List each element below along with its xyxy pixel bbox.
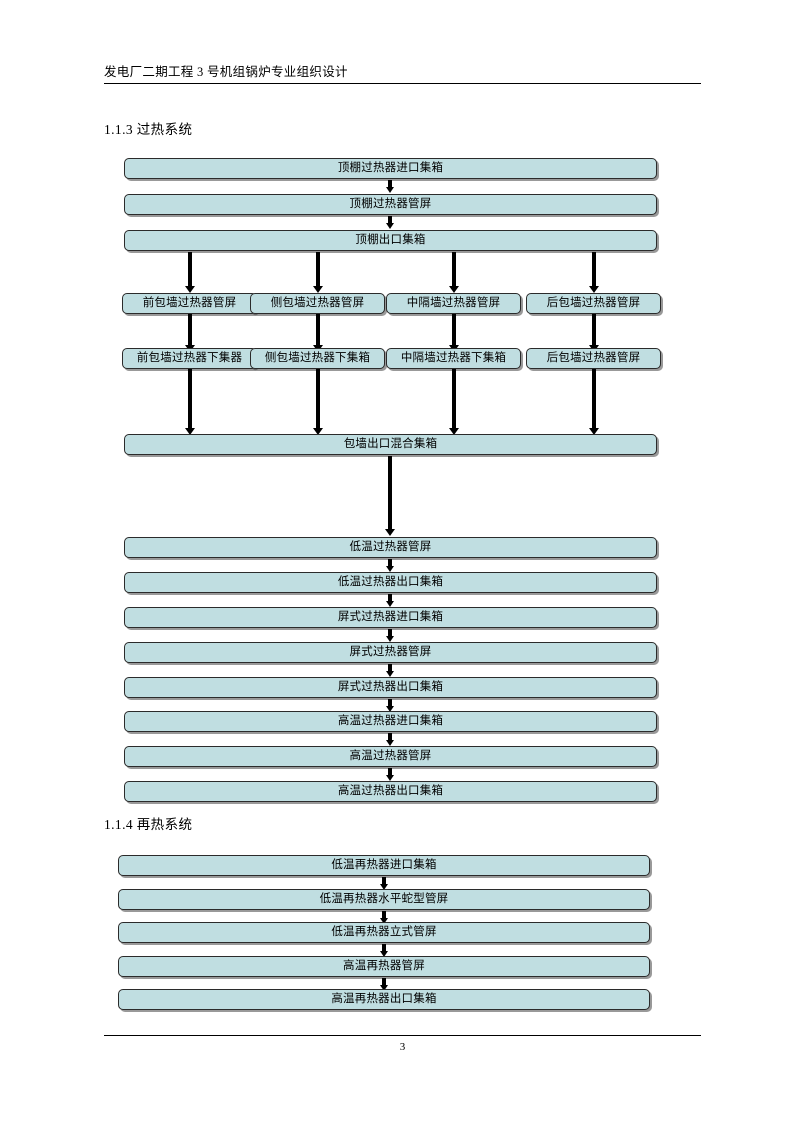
arrow-down-branch-header-3 (587, 369, 601, 435)
header-rule (104, 83, 701, 84)
page-footer: 3 (104, 1035, 701, 1055)
flow-box-superheat-bottom-6: 高温过热器管屏 (124, 746, 657, 767)
arrow-down-branch-panel-3 (587, 314, 601, 352)
flow-box-label: 包墙出口混合集箱 (343, 438, 438, 450)
flow-box-superheat-bottom-4: 屏式过热器出口集箱 (124, 677, 657, 698)
arrow-down-superheat-bottom-0 (383, 559, 397, 572)
arrow-down-branch-header-0 (183, 369, 197, 435)
arrow-down-superheat-top-0 (383, 180, 397, 193)
flow-box-reheat-0: 低温再热器进口集箱 (118, 855, 650, 876)
flow-box-label: 中隔墙过热器下集箱 (400, 352, 507, 364)
flow-box-label: 高温再热器管屏 (343, 960, 425, 972)
arrow-down-superheat-bottom-3 (383, 664, 397, 677)
arrow-down-reheat-0 (377, 877, 391, 890)
arrow-down-branch-panel-2 (447, 314, 461, 352)
flow-box-branch-panel-3: 后包墙过热器管屏 (526, 293, 661, 314)
flow-box-branch-header-2: 中隔墙过热器下集箱 (386, 348, 521, 369)
flow-box-superheat-bottom-2: 屏式过热器进口集箱 (124, 607, 657, 628)
flow-box-label: 前包墙过热器下集器 (136, 352, 243, 364)
flow-box-label: 侧包墙过热器管屏 (270, 297, 365, 309)
flow-box-label: 低温再热器立式管屏 (331, 926, 437, 938)
flow-box-label: 中隔墙过热器管屏 (406, 297, 501, 309)
flow-box-reheat-1: 低温再热器水平蛇型管屏 (118, 889, 650, 910)
flow-box-branch-header-0: 前包墙过热器下集器 (122, 348, 257, 369)
arrow-down-merge-to-low-temp (383, 456, 397, 536)
flow-box-label: 高温过热器出口集箱 (337, 785, 444, 797)
flow-box-label: 前包墙过热器管屏 (142, 297, 237, 309)
flow-box-label: 高温过热器进口集箱 (337, 715, 444, 727)
flow-box-branch-panel-1: 侧包墙过热器管屏 (250, 293, 385, 314)
flow-box-branch-panel-2: 中隔墙过热器管屏 (386, 293, 521, 314)
flow-box-label: 顶棚过热器管屏 (349, 198, 432, 210)
arrow-down-reheat-1 (377, 911, 391, 924)
arrow-down-superheat-bottom-5 (383, 733, 397, 746)
arrow-down-branch-header-2 (447, 369, 461, 435)
flow-box-reheat-2: 低温再热器立式管屏 (118, 922, 650, 943)
arrow-down-branch-panel-1 (311, 314, 325, 352)
arrow-down-branch-panel-0 (183, 314, 197, 352)
flow-box-label: 低温过热器出口集箱 (337, 576, 444, 588)
arrow-down-superheat-bottom-1 (383, 594, 397, 607)
flow-box-reheat-3: 高温再热器管屏 (118, 956, 650, 977)
flow-box-superheat-top-2: 顶棚出口集箱 (124, 230, 657, 251)
flow-box-label: 后包墙过热器管屏 (546, 297, 641, 309)
flow-box-superheat-top-1: 顶棚过热器管屏 (124, 194, 657, 215)
arrow-down-superheat-bottom-4 (383, 699, 397, 712)
flow-box-label: 屏式过热器管屏 (349, 646, 432, 658)
flow-box-label: 顶棚过热器进口集箱 (337, 162, 444, 174)
section-heading-reheat: 1.1.4 再热系统 (104, 817, 193, 832)
flow-box-label: 低温过热器管屏 (349, 541, 432, 553)
flow-box-merge: 包墙出口混合集箱 (124, 434, 657, 455)
flow-box-superheat-bottom-3: 屏式过热器管屏 (124, 642, 657, 663)
arrow-down-branch-header-1 (311, 369, 325, 435)
flow-box-superheat-bottom-1: 低温过热器出口集箱 (124, 572, 657, 593)
arrow-down-branch-1 (311, 252, 325, 293)
flow-box-superheat-top-0: 顶棚过热器进口集箱 (124, 158, 657, 179)
page-header: 发电厂二期工程 3 号机组锅炉专业组织设计 (104, 64, 701, 84)
arrow-down-superheat-top-1 (383, 216, 397, 229)
flow-box-reheat-4: 高温再热器出口集箱 (118, 989, 650, 1010)
arrow-down-superheat-bottom-2 (383, 629, 397, 642)
arrow-down-reheat-3 (377, 978, 391, 991)
flow-box-superheat-bottom-5: 高温过热器进口集箱 (124, 711, 657, 732)
flow-box-branch-panel-0: 前包墙过热器管屏 (122, 293, 257, 314)
flow-box-label: 高温再热器出口集箱 (331, 993, 437, 1005)
arrow-down-superheat-bottom-6 (383, 768, 397, 781)
flow-box-label: 后包墙过热器管屏 (546, 352, 641, 364)
flow-box-superheat-bottom-7: 高温过热器出口集箱 (124, 781, 657, 802)
flow-box-label: 屏式过热器进口集箱 (337, 611, 444, 623)
section-heading-superheat: 1.1.3 过热系统 (104, 122, 193, 137)
arrow-down-branch-3 (587, 252, 601, 293)
flow-box-label: 低温再热器水平蛇型管屏 (319, 893, 449, 905)
footer-rule (104, 1035, 701, 1036)
arrow-down-branch-2 (447, 252, 461, 293)
flow-box-branch-header-1: 侧包墙过热器下集箱 (250, 348, 385, 369)
flow-box-label: 侧包墙过热器下集箱 (264, 352, 371, 364)
arrow-down-reheat-2 (377, 944, 391, 957)
flow-box-label: 低温再热器进口集箱 (331, 859, 437, 871)
flow-box-label: 顶棚出口集箱 (355, 234, 426, 246)
page-number: 3 (399, 1041, 406, 1053)
header-title: 发电厂二期工程 3 号机组锅炉专业组织设计 (104, 65, 348, 79)
arrow-down-branch-0 (183, 252, 197, 293)
flow-box-branch-header-3: 后包墙过热器管屏 (526, 348, 661, 369)
flow-box-label: 高温过热器管屏 (349, 750, 432, 762)
flow-box-label: 屏式过热器出口集箱 (337, 681, 444, 693)
flow-box-superheat-bottom-0: 低温过热器管屏 (124, 537, 657, 558)
